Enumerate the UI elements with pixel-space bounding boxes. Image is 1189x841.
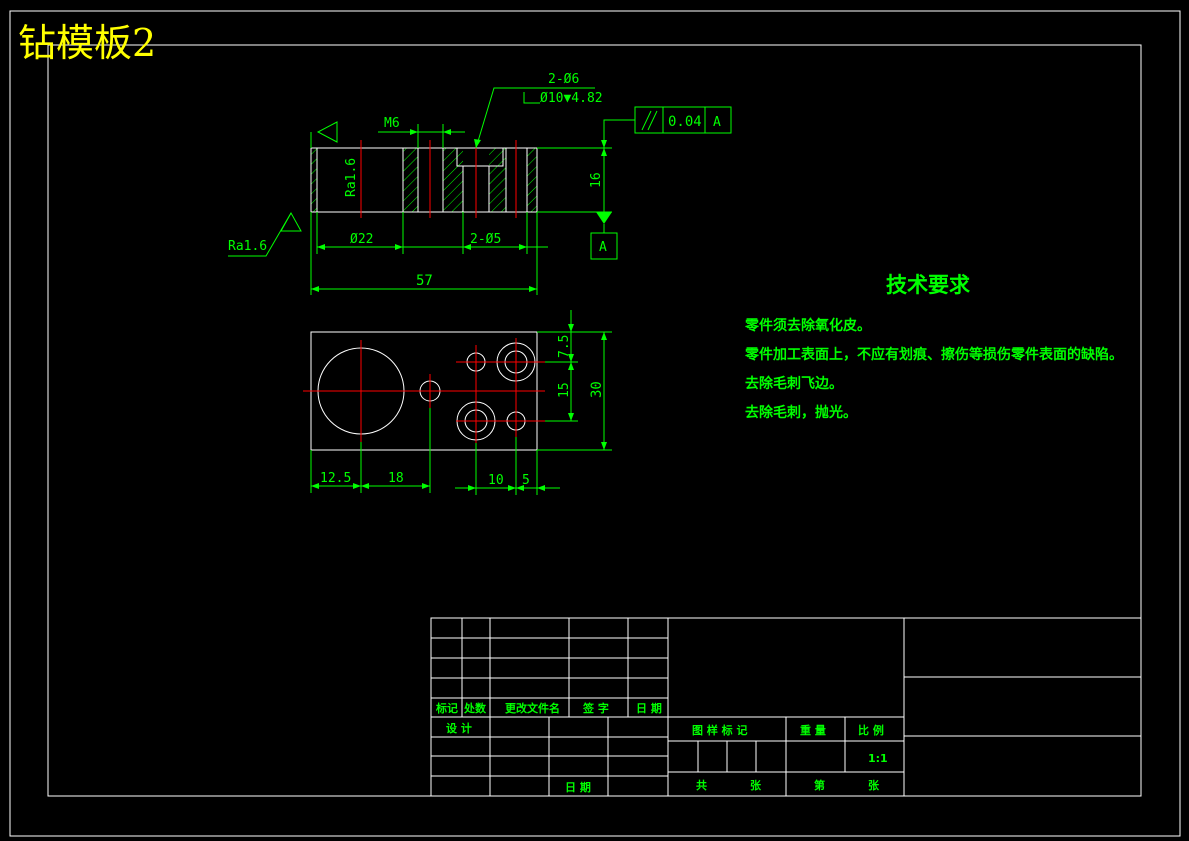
dim-18: 18 — [388, 471, 404, 486]
hole-callout: 2-Ø6 — [548, 72, 579, 87]
length-dimension: 57 — [416, 273, 433, 289]
top-view: 7.5 15 30 12.5 18 10 5 — [303, 310, 612, 495]
dim-5: 5 — [522, 473, 530, 488]
datum-label: A — [599, 240, 607, 255]
tb-change-doc: 更改文件名 — [505, 701, 560, 715]
tb-date-header: 日 期 — [636, 701, 662, 715]
requirements-title: 技术要求 — [886, 273, 970, 297]
tb-total: 共 — [696, 778, 707, 792]
tb-scale: 比 例 — [858, 723, 884, 737]
tb-weight: 重 量 — [800, 723, 826, 737]
requirement-item: 零件加工表面上，不应有划痕、擦伤等损伤零件表面的缺陷。 — [744, 346, 1123, 363]
counterbore-callout: Ø10▼4.82 — [540, 91, 603, 106]
thread-label: M6 — [384, 116, 400, 131]
roughness-bottom-label: Ra1.6 — [228, 239, 267, 254]
roughness-side-label: Ra1.6 — [344, 158, 359, 197]
inner-border — [47, 44, 1142, 797]
requirement-item: 零件须去除氧化皮。 — [744, 317, 871, 334]
tb-sheet2: 张 — [868, 778, 880, 792]
requirement-item: 去除毛刺，抛光。 — [745, 404, 857, 421]
height-dimension: 16 — [589, 172, 604, 188]
dim-7-5: 7.5 — [557, 335, 572, 358]
tb-sheet: 张 — [750, 778, 762, 792]
dim-10: 10 — [488, 473, 504, 488]
tb-design: 设 计 — [446, 721, 472, 735]
title-block: 标记 处数 更改文件名 签 字 日 期 设 计 日 期 图 样 标 记 重 量 … — [430, 617, 1142, 797]
tb-count: 处数 — [463, 701, 487, 715]
tb-sample-mark: 图 样 标 记 — [692, 723, 748, 737]
dia22-dimension: Ø22 — [350, 232, 373, 247]
tb-date: 日 期 — [565, 780, 591, 794]
dim-15: 15 — [557, 382, 572, 398]
dim-12-5: 12.5 — [320, 471, 351, 486]
front-view: Ra1.6 Ra1.6 M6 2-Ø6 Ø10▼4.82 0.04 A 1 — [228, 72, 732, 295]
tolerance-datum: A — [713, 115, 721, 130]
requirement-item: 去除毛刺飞边。 — [745, 375, 843, 392]
dim-30: 30 — [589, 381, 605, 398]
technical-requirements: 技术要求 零件须去除氧化皮。 零件加工表面上，不应有划痕、擦伤等损伤零件表面的缺… — [744, 273, 1123, 421]
outer-border — [9, 10, 1181, 837]
tb-signature: 签 字 — [582, 701, 609, 715]
tb-page: 第 — [814, 778, 825, 792]
drawing-title: 钻模板2 — [18, 21, 156, 65]
tb-mark: 标记 — [435, 701, 458, 715]
tolerance-value: 0.04 — [668, 114, 702, 130]
tb-scale-value: 1:1 — [868, 752, 888, 765]
dia5-dimension: 2-Ø5 — [470, 232, 501, 247]
